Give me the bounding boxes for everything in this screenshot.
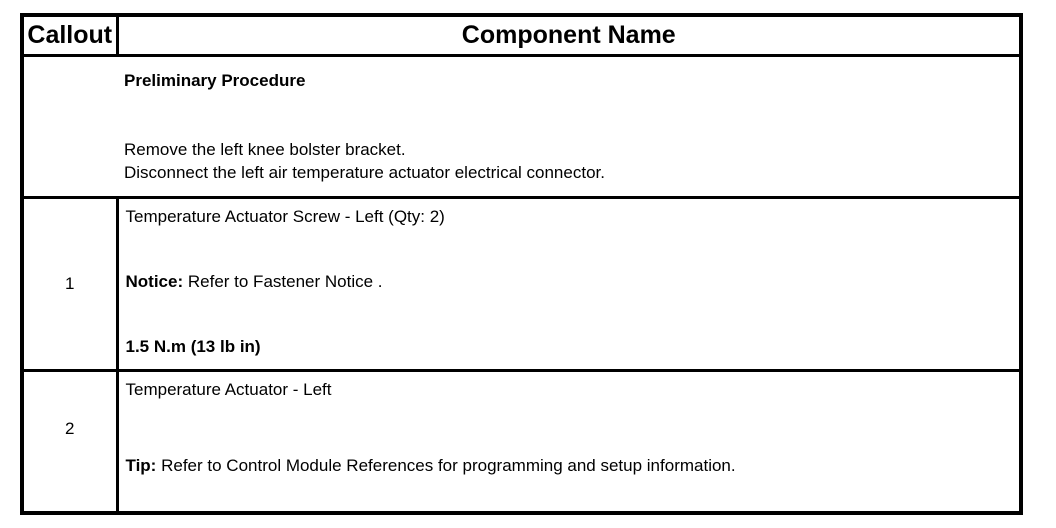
tip-label: Tip: [125, 455, 157, 475]
table-row-callout-1: 1 Temperature Actuator Screw - Left (Qty… [20, 195, 1023, 372]
component-name-column-header: Component Name [115, 13, 1023, 57]
preliminary-procedure-cell: Preliminary Procedure Remove the left kn… [20, 53, 1023, 199]
notice-text: Refer to Fastener Notice . [187, 271, 383, 291]
preliminary-procedure-title: Preliminary Procedure [124, 70, 306, 90]
notice-line: Notice: Refer to Fastener Notice . [126, 270, 1012, 293]
notice-label: Notice: [125, 271, 184, 291]
table-row-callout-2: 2 Temperature Actuator - Left Tip: Refer… [20, 368, 1023, 515]
component-callout-table: Callout Component Name Preliminary Proce… [20, 13, 1023, 515]
preliminary-step-1: Remove the left knee bolster bracket. [124, 139, 406, 159]
tip-text: Refer to Control Module References for p… [161, 455, 736, 475]
preliminary-procedure-row: Preliminary Procedure Remove the left kn… [20, 53, 1023, 199]
tip-line: Tip: Refer to Control Module References … [126, 454, 1012, 477]
component-cell-1: Temperature Actuator Screw - Left (Qty: … [115, 195, 1023, 372]
preliminary-step-2: Disconnect the left air temperature actu… [124, 162, 605, 182]
component-name-2: Temperature Actuator - Left [125, 379, 332, 399]
header-row: Callout Component Name [20, 13, 1023, 57]
callout-number-2: 2 [20, 368, 119, 515]
callout-number-1: 1 [20, 195, 119, 372]
torque-spec: 1.5 N.m (13 lb in) [125, 336, 261, 356]
component-name-1: Temperature Actuator Screw - Left (Qty: … [125, 206, 445, 226]
callout-column-header: Callout [20, 13, 119, 57]
component-cell-2: Temperature Actuator - Left Tip: Refer t… [115, 368, 1023, 515]
